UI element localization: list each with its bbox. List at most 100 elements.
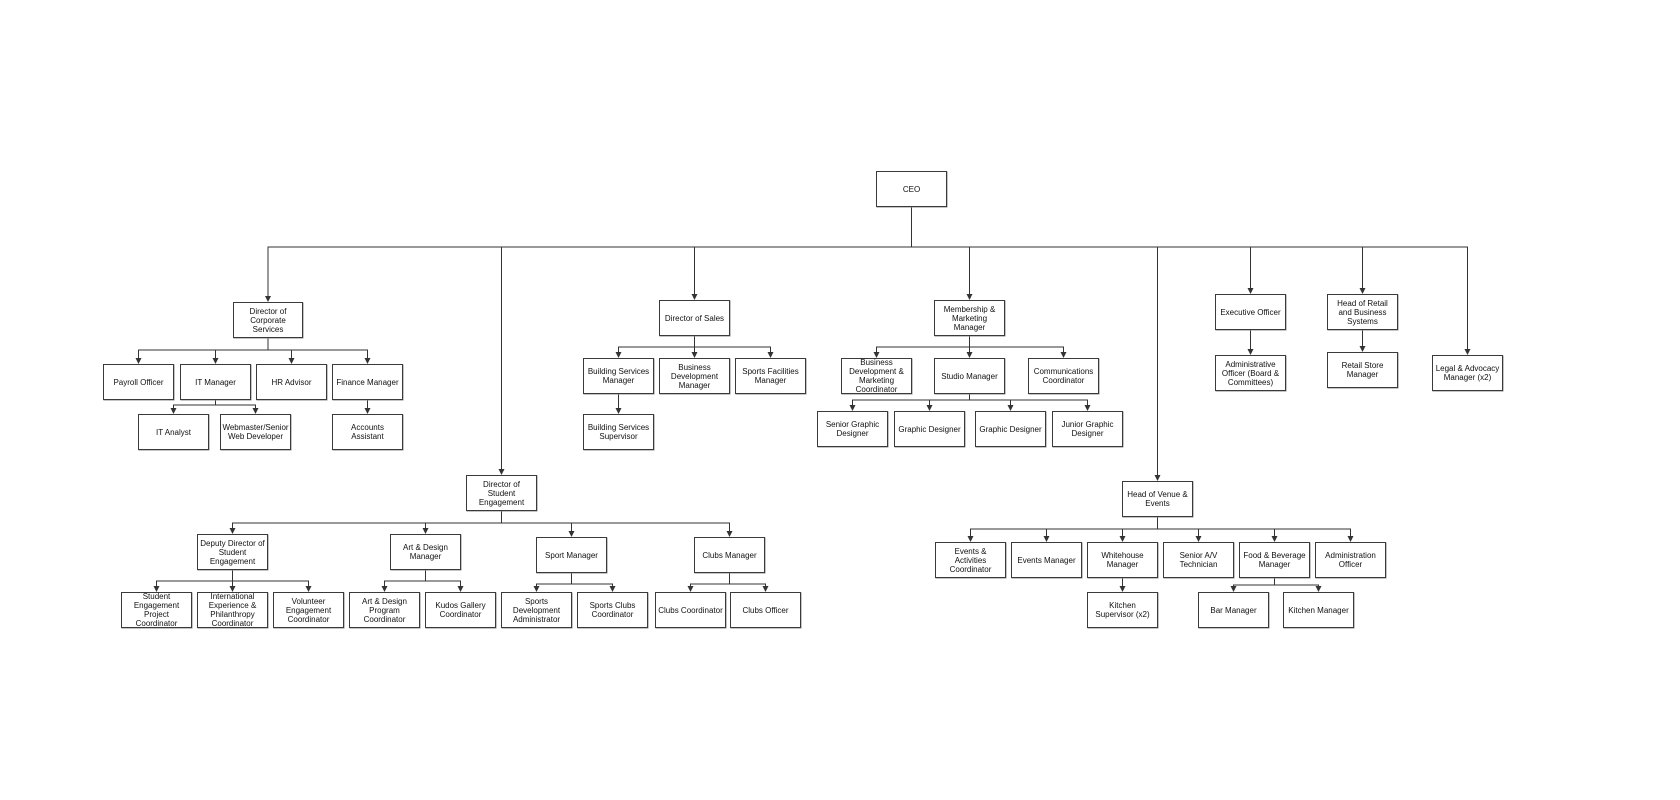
hr-advisor-node[interactable]: HR Advisor [256, 364, 327, 400]
ceo-node[interactable]: CEO [876, 171, 947, 207]
node-label: Head of Retail and Business Systems [1337, 298, 1388, 326]
node-label: Studio Manager [941, 371, 998, 381]
senior-av-technician-node[interactable]: Senior A/V Technician [1163, 542, 1234, 578]
connector-studio_manager-to-graphic_designer_2 [969, 394, 1014, 411]
node-label: Events & Activities Coordinator [949, 546, 992, 574]
food-beverage-manager-node[interactable]: Food & Beverage Manager [1239, 542, 1310, 578]
head-venue-events-node[interactable]: Head of Venue & Events [1122, 481, 1193, 517]
junior-graphic-designer-node[interactable]: Junior Graphic Designer [1052, 411, 1123, 447]
node-label: Administration Officer [1325, 551, 1376, 569]
connector-studio_manager-to-senior_graphic_designer [849, 394, 970, 411]
kitchen-supervisor-node[interactable]: Kitchen Supervisor (x2) [1087, 592, 1158, 628]
sports-clubs-coordinator-node[interactable]: Sports Clubs Coordinator [577, 592, 648, 628]
accounts-assistant-node[interactable]: Accounts Assistant [332, 414, 403, 450]
node-label: Clubs Coordinator [658, 605, 723, 615]
connector-dir_sales-to-sports_facilities_manager [694, 336, 774, 358]
node-label: Volunteer Engagement Coordinator [285, 596, 332, 624]
whitehouse-manager-node[interactable]: Whitehouse Manager [1087, 542, 1158, 578]
connector-studio_manager-to-junior_graphic_designer [969, 394, 1091, 411]
volunteer-engagement-coordinator-node[interactable]: Volunteer Engagement Coordinator [273, 592, 344, 628]
webmaster-node[interactable]: Webmaster/Senior Web Developer [220, 414, 291, 450]
bar-manager-node[interactable]: Bar Manager [1198, 592, 1269, 628]
node-label: Kitchen Manager [1288, 605, 1349, 615]
node-label: Senior Graphic Designer [825, 420, 880, 438]
director-sales-node[interactable]: Director of Sales [659, 300, 730, 336]
node-label: Sport Manager [545, 550, 598, 560]
node-label: Finance Manager [336, 377, 399, 387]
connector-membership_marketing-to-communications_coordinator [969, 336, 1067, 358]
connector-deputy_director-to-se_project_coordinator [153, 570, 233, 592]
membership-marketing-manager-node[interactable]: Membership & Marketing Manager [934, 300, 1005, 336]
connector-ceo-to-legal_advocacy [911, 207, 1471, 355]
node-label: Graphic Designer [979, 424, 1042, 434]
administrative-officer-node[interactable]: Administrative Officer (Board & Committe… [1215, 355, 1286, 391]
business-development-manager-node[interactable]: Business Development Manager [659, 358, 730, 394]
node-label: HR Advisor [271, 377, 312, 387]
node-label: Sports Development Administrator [512, 596, 561, 624]
node-label: Legal & Advocacy Manager (x2) [1435, 364, 1500, 382]
se-project-coordinator-node[interactable]: Student Engagement Project Coordinator [121, 592, 192, 628]
connector-studio_manager-to-graphic_designer_1 [926, 394, 970, 411]
director-student-engagement-node[interactable]: Director of Student Engagement [466, 475, 537, 511]
connector-ceo-to-head_retail [911, 207, 1366, 294]
connector-clubs_manager-to-clubs_coordinator [687, 573, 730, 592]
connector-dir_student_engagement-to-art_design_manager [422, 511, 502, 534]
node-label: Senior A/V Technician [1179, 551, 1218, 569]
it-manager-node[interactable]: IT Manager [180, 364, 251, 400]
payroll-officer-node[interactable]: Payroll Officer [103, 364, 174, 400]
node-label: CEO [902, 184, 921, 194]
connector-art_design_manager-to-kudos_coordinator [425, 570, 464, 592]
connector-clubs_manager-to-clubs_officer [729, 573, 769, 592]
node-label: International Experience & Philanthropy … [208, 592, 257, 628]
node-label: Sports Clubs Coordinator [589, 601, 636, 619]
building-services-manager-node[interactable]: Building Services Manager [583, 358, 654, 394]
connector-head_venue-to-whitehouse_manager [1119, 517, 1158, 542]
art-design-program-coordinator-node[interactable]: Art & Design Program Coordinator [349, 592, 420, 628]
node-label: Executive Officer [1220, 307, 1281, 317]
senior-graphic-designer-node[interactable]: Senior Graphic Designer [817, 411, 888, 447]
graphic-designer-node-1[interactable]: Graphic Designer [894, 411, 965, 447]
node-label: Bar Manager [1210, 605, 1257, 615]
building-services-supervisor-node[interactable]: Building Services Supervisor [583, 414, 654, 450]
finance-manager-node[interactable]: Finance Manager [332, 364, 403, 400]
executive-officer-node[interactable]: Executive Officer [1215, 294, 1286, 330]
legal-advocacy-manager-node[interactable]: Legal & Advocacy Manager (x2) [1432, 355, 1503, 391]
kitchen-manager-node[interactable]: Kitchen Manager [1283, 592, 1354, 628]
node-label: IT Manager [195, 377, 236, 387]
sports-development-administrator-node[interactable]: Sports Development Administrator [501, 592, 572, 628]
international-philanthropy-coordinator-node[interactable]: International Experience & Philanthropy … [197, 592, 268, 628]
connector-dir_student_engagement-to-deputy_director [229, 511, 502, 534]
sport-manager-node[interactable]: Sport Manager [536, 537, 607, 573]
node-label: Student Engagement Project Coordinator [133, 592, 180, 628]
node-label: Whitehouse Manager [1101, 551, 1144, 569]
clubs-manager-node[interactable]: Clubs Manager [694, 537, 765, 573]
art-design-manager-node[interactable]: Art & Design Manager [390, 534, 461, 570]
node-label: Kitchen Supervisor (x2) [1095, 601, 1150, 619]
deputy-director-student-engagement-node[interactable]: Deputy Director of Student Engagement [197, 534, 268, 570]
studio-manager-node[interactable]: Studio Manager [934, 358, 1005, 394]
events-activities-coordinator-node[interactable]: Events & Activities Coordinator [935, 542, 1006, 578]
head-retail-business-systems-node[interactable]: Head of Retail and Business Systems [1327, 294, 1398, 330]
events-manager-node[interactable]: Events Manager [1011, 542, 1082, 578]
connector-art_design_manager-to-art_program_coordinator [381, 570, 426, 592]
it-analyst-node[interactable]: IT Analyst [138, 414, 209, 450]
director-corporate-services-node[interactable]: Director of Corporate Services [233, 302, 303, 338]
connector-deputy_director-to-volunteer_coordinator [232, 570, 312, 592]
kudos-gallery-coordinator-node[interactable]: Kudos Gallery Coordinator [425, 592, 496, 628]
clubs-coordinator-node[interactable]: Clubs Coordinator [655, 592, 726, 628]
node-label: Sports Facilities Manager [742, 367, 799, 385]
node-label: Head of Venue & Events [1127, 490, 1188, 508]
connector-ceo-to-membership_marketing [911, 207, 973, 300]
connector-head_venue-to-administration_officer [1157, 517, 1354, 542]
sports-facilities-manager-node[interactable]: Sports Facilities Manager [735, 358, 806, 394]
connector-dir_student_engagement-to-clubs_manager [501, 511, 733, 537]
graphic-designer-node-2[interactable]: Graphic Designer [975, 411, 1046, 447]
retail-store-manager-node[interactable]: Retail Store Manager [1327, 352, 1398, 388]
administration-officer-node[interactable]: Administration Officer [1315, 542, 1386, 578]
connector-food_beverage_manager-to-bar_manager [1230, 578, 1275, 592]
node-label: Events Manager [1017, 555, 1076, 565]
communications-coordinator-node[interactable]: Communications Coordinator [1028, 358, 1099, 394]
clubs-officer-node[interactable]: Clubs Officer [730, 592, 801, 628]
bd-marketing-coordinator-node[interactable]: Business Development & Marketing Coordin… [841, 358, 912, 394]
